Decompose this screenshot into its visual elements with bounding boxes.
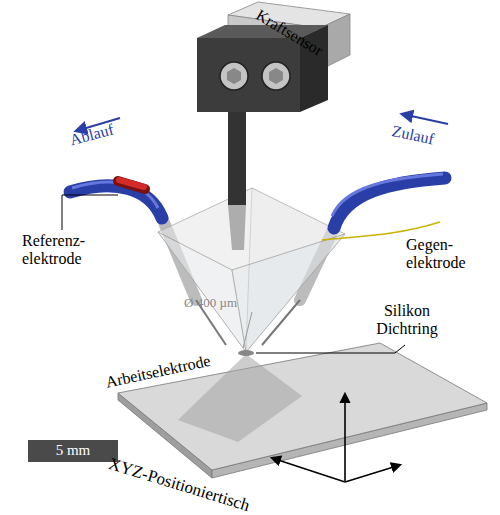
part-label: Gegen- elektrode xyxy=(406,236,486,273)
leader-line xyxy=(243,312,252,348)
part-label: Arbeitselektrode xyxy=(104,352,212,392)
leader-line xyxy=(62,195,118,230)
screw-head xyxy=(262,62,290,90)
hex-socket xyxy=(269,68,283,84)
part-label: Referenz- elektrode xyxy=(22,232,104,269)
hex-socket xyxy=(227,68,241,84)
dimension-label: Ø 400 µm xyxy=(184,296,237,311)
scale-bar xyxy=(28,440,118,462)
tube-highlight xyxy=(332,174,443,216)
flow-label: Zulauf xyxy=(390,122,436,149)
reference-electrode xyxy=(118,181,145,189)
reference-electrode xyxy=(119,180,144,187)
axis-arrow xyxy=(272,458,345,482)
part-label: Silikon Dichtring xyxy=(368,302,446,339)
pyramid-face xyxy=(158,232,246,352)
screw-head xyxy=(220,62,248,90)
flow-label: Ablauf xyxy=(68,120,116,149)
flow-arrow xyxy=(402,114,448,124)
silicone-seal xyxy=(238,350,254,356)
axis-arrow xyxy=(344,394,346,482)
scale-label: 5 mm xyxy=(28,442,118,459)
inlet-tube xyxy=(334,178,445,228)
clamp-block xyxy=(197,38,300,112)
pyramid-face xyxy=(232,234,345,352)
part-label: XYZ-Positioniertisch xyxy=(106,454,252,515)
leader-line xyxy=(256,345,405,353)
shaft xyxy=(228,112,246,205)
part-label: Kraftsensor xyxy=(253,6,326,60)
axis-arrow xyxy=(345,465,400,482)
